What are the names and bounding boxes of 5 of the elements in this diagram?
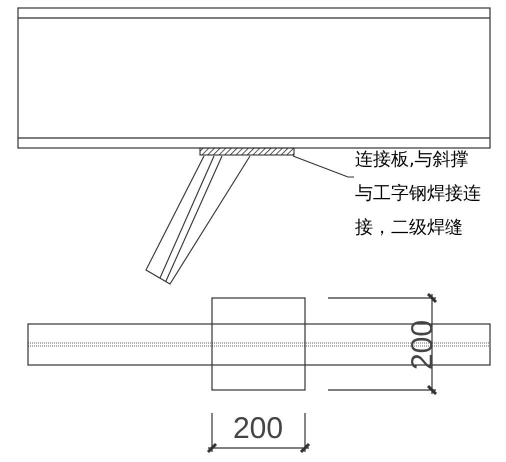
connection-plate xyxy=(200,148,294,156)
callout-note: 连接板,与斜撑与工字钢焊接连接，二级焊缝 xyxy=(355,143,485,245)
dimension-text: 200 xyxy=(233,414,284,444)
dimension-text: 200 xyxy=(408,320,438,370)
leader-line xyxy=(292,155,354,178)
